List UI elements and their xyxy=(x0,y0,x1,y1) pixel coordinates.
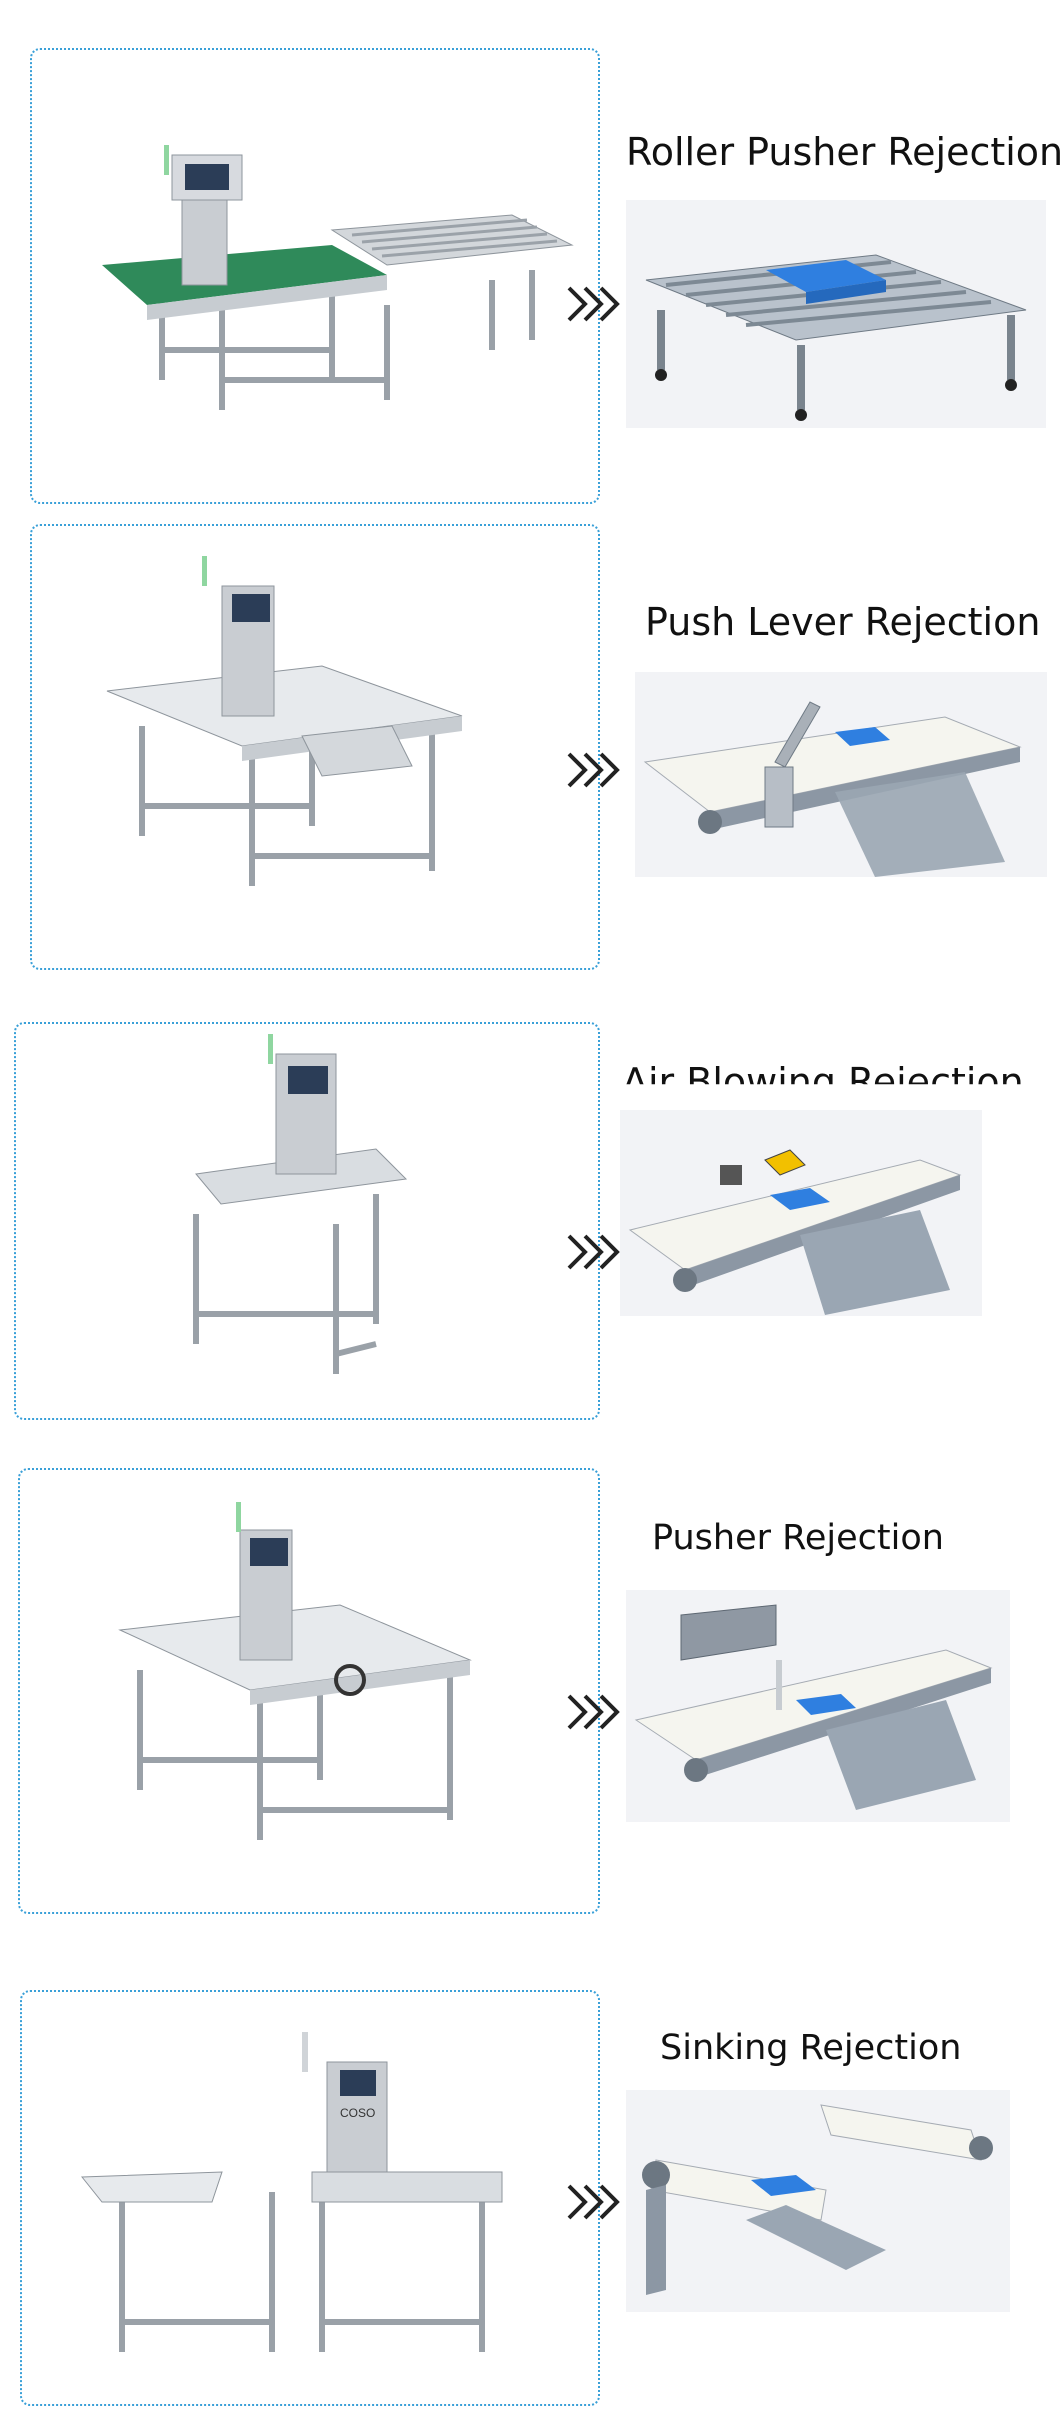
section-title-2: Push Lever Rejection xyxy=(645,600,1041,644)
air-blowing-checkweigher-image xyxy=(193,1034,408,1374)
section-title-4: Pusher Rejection xyxy=(652,1518,944,1558)
machine-panel-5: COSO xyxy=(20,1990,600,2406)
chevron-right-icon xyxy=(567,2184,620,2220)
rejection-render-5 xyxy=(626,2090,1010,2312)
section-title-1: Roller Pusher Rejection xyxy=(626,130,1060,174)
machine-panel-2 xyxy=(30,524,600,970)
rejection-render-4 xyxy=(626,1590,1010,1822)
chevron-right-icon xyxy=(567,752,620,788)
pusher-checkweigher-image xyxy=(118,1502,472,1840)
chevron-right-icon xyxy=(567,1694,620,1730)
brand-label: COSO xyxy=(340,2106,375,2120)
machine-panel-4 xyxy=(18,1468,600,1914)
machine-panel-3 xyxy=(14,1022,600,1420)
rejection-render-1 xyxy=(626,200,1046,428)
chevron-right-icon xyxy=(567,286,620,322)
rejection-render-2 xyxy=(635,672,1047,877)
section-title-3: Air Blowing Rejection xyxy=(622,1060,1024,1104)
rejection-render-3 xyxy=(620,1110,982,1316)
machine-panel-1 xyxy=(30,48,600,504)
chevron-right-icon xyxy=(567,1234,620,1270)
section-title-5: Sinking Rejection xyxy=(660,2028,962,2068)
roller-checkweigher-image xyxy=(102,145,574,410)
sinking-checkweigher-image: COSO xyxy=(80,2032,503,2352)
push-lever-checkweigher-image xyxy=(106,556,463,886)
